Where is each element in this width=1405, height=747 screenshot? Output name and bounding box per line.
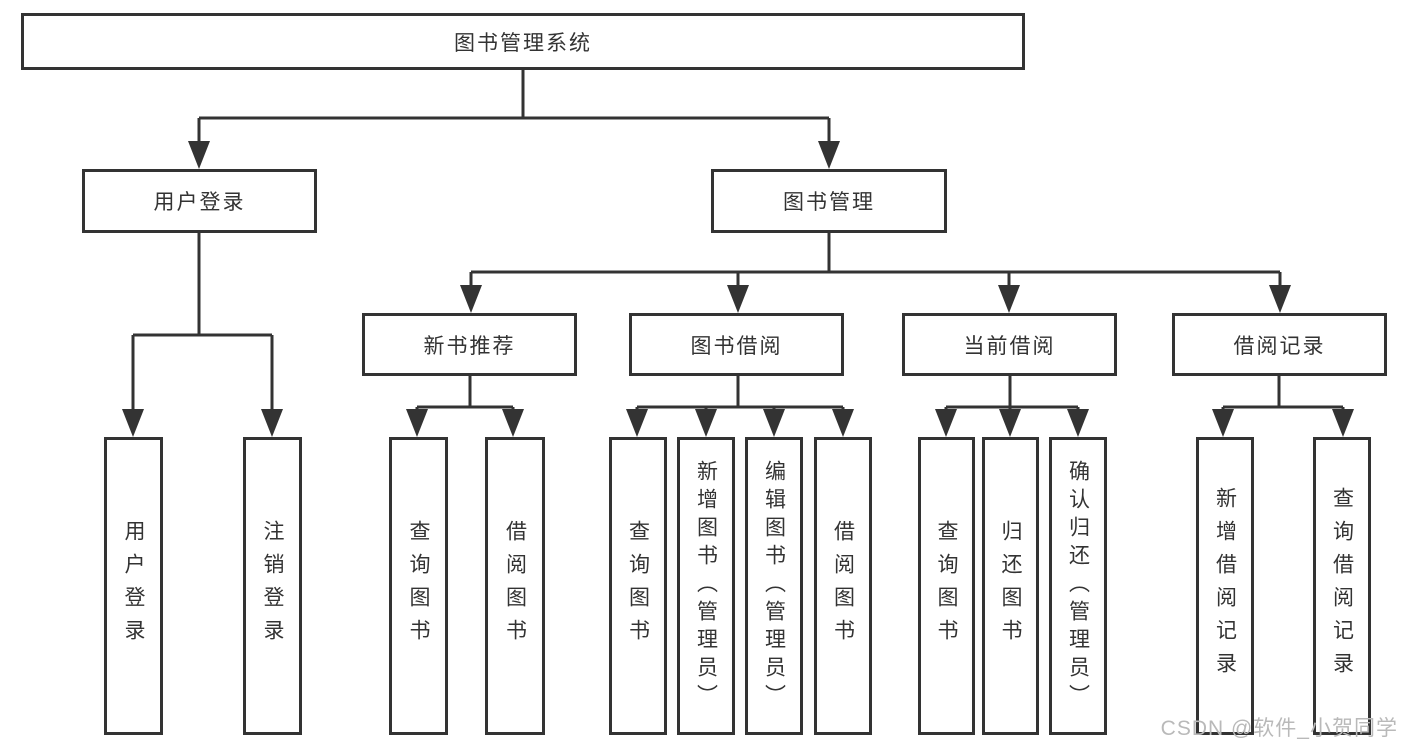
leaf-label: 查询图书	[935, 520, 958, 652]
leaf-edit-books-admin: 编辑图书（管理员）	[745, 437, 803, 735]
wire-current-borrow	[946, 376, 1078, 409]
wire-book-borrow	[637, 376, 843, 409]
leaf-return-books: 归还图书	[982, 437, 1039, 735]
leaf-label: 新增图书（管理员）	[694, 460, 718, 712]
leaf-query-books-1: 查询图书	[389, 437, 448, 735]
leaf-borrow-books-1: 借阅图书	[485, 437, 545, 735]
leaf-label: 查询借阅记录	[1330, 487, 1354, 685]
leaf-label: 查询图书	[626, 520, 650, 652]
node-book-mgmt-label: 图书管理	[783, 191, 875, 214]
leaf-logout: 注销登录	[243, 437, 302, 735]
leaf-label: 用户登录	[122, 520, 145, 652]
node-borrow-records: 借阅记录	[1172, 313, 1387, 376]
leaf-label: 借阅图书	[503, 520, 527, 652]
wire-borrow-records	[1223, 376, 1343, 409]
leaf-label: 编辑图书（管理员）	[762, 460, 786, 712]
wire-new-book	[417, 376, 513, 409]
leaf-query-books-3: 查询图书	[918, 437, 975, 735]
leaf-user-login: 用户登录	[104, 437, 163, 735]
node-root-label: 图书管理系统	[454, 31, 592, 55]
node-new-book-rec: 新书推荐	[362, 313, 577, 376]
leaf-add-borrow-record: 新增借阅记录	[1196, 437, 1254, 735]
leaf-confirm-return-admin: 确认归还（管理员）	[1049, 437, 1107, 735]
node-user-login-label: 用户登录	[153, 191, 246, 214]
leaf-borrow-books-2: 借阅图书	[814, 437, 872, 735]
wire-user-login	[133, 233, 272, 337]
node-root: 图书管理系统	[21, 13, 1025, 70]
leaf-query-borrow-record: 查询借阅记录	[1313, 437, 1371, 735]
node-current-borrow: 当前借阅	[902, 313, 1117, 376]
node-current-borrow-label: 当前借阅	[963, 334, 1056, 358]
node-borrow-records-label: 借阅记录	[1233, 334, 1326, 358]
leaf-label: 新增借阅记录	[1213, 487, 1237, 685]
leaf-label: 查询图书	[407, 520, 430, 652]
wire-book-mgmt	[471, 233, 1280, 274]
wire-root	[199, 70, 829, 120]
node-new-book-rec-label: 新书推荐	[423, 334, 516, 358]
leaf-label: 注销登录	[261, 520, 284, 652]
node-user-login: 用户登录	[82, 169, 317, 233]
node-book-borrow-label: 图书借阅	[690, 334, 783, 358]
node-book-mgmt: 图书管理	[711, 169, 947, 233]
leaf-query-books-2: 查询图书	[609, 437, 667, 735]
leaf-add-books-admin: 新增图书（管理员）	[677, 437, 735, 735]
leaf-label: 确认归还（管理员）	[1066, 460, 1090, 712]
csdn-watermark: CSDN @软件_小贺同学	[1160, 717, 1398, 740]
leaf-label: 借阅图书	[831, 520, 855, 652]
node-book-borrow: 图书借阅	[629, 313, 844, 376]
leaf-label: 归还图书	[999, 520, 1022, 652]
